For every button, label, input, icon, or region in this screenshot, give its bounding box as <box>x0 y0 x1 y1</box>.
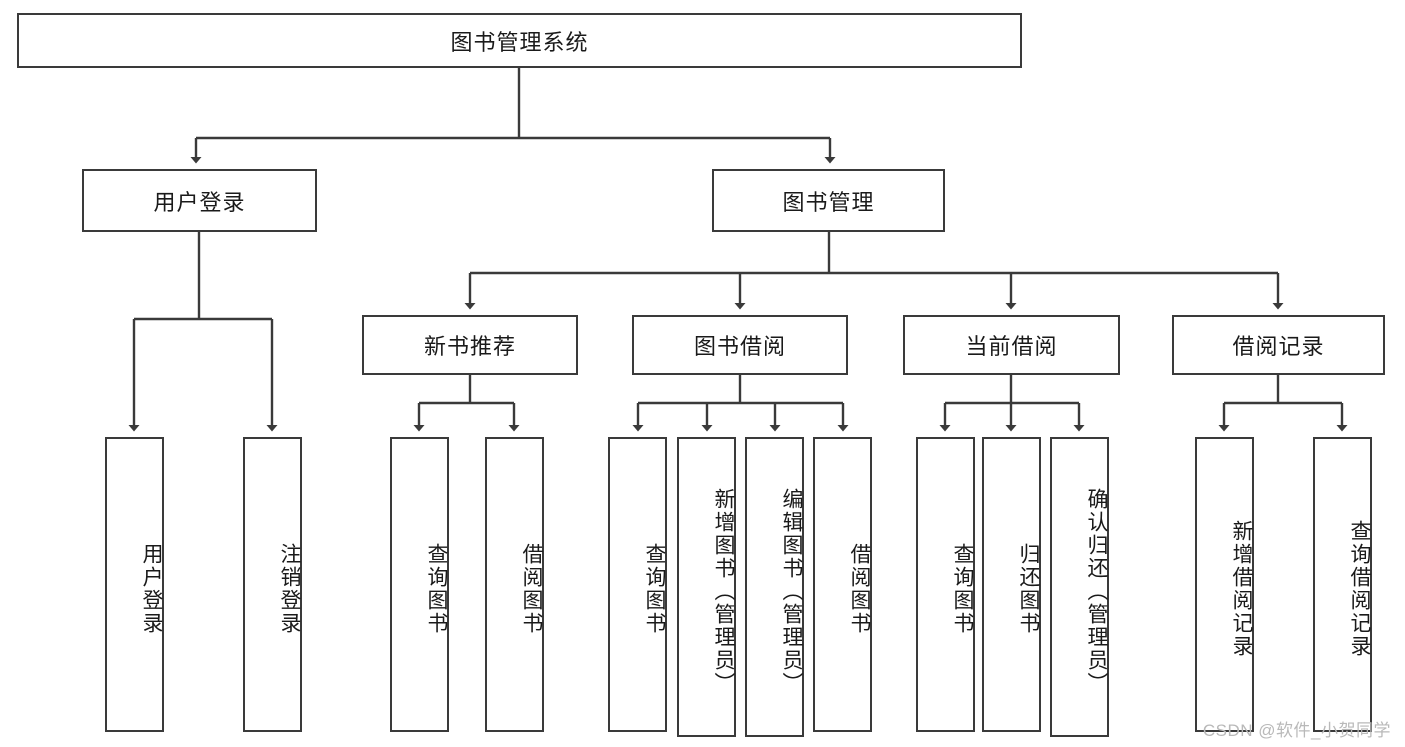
node-leaf-add-book[interactable]: 新增图书（管理员） <box>677 437 736 737</box>
node-leaf-add-record[interactable]: 新增借阅记录 <box>1195 437 1254 732</box>
node-leaf-query-book-3[interactable]: 查询图书 <box>916 437 975 732</box>
node-leaf-return-book-label: 归还图书 <box>1017 542 1040 635</box>
watermark: CSDN @软件_小贺同学 <box>1202 721 1391 740</box>
node-user-login-label: 用户登录 <box>153 189 246 215</box>
node-current-borrow[interactable]: 当前借阅 <box>903 315 1120 375</box>
node-current-borrow-label: 当前借阅 <box>965 334 1058 359</box>
node-leaf-query-record-label: 查询借阅记录 <box>1348 519 1371 658</box>
node-leaf-user-login[interactable]: 用户登录 <box>105 437 164 732</box>
node-root[interactable]: 图书管理系统 <box>17 13 1022 68</box>
node-leaf-query-book-1-label: 查询图书 <box>425 542 448 635</box>
node-borrow-record[interactable]: 借阅记录 <box>1172 315 1385 375</box>
node-new-book-rec[interactable]: 新书推荐 <box>362 315 578 375</box>
node-leaf-query-record[interactable]: 查询借阅记录 <box>1313 437 1372 732</box>
node-leaf-borrow-book-1-label: 借阅图书 <box>520 542 543 635</box>
node-leaf-edit-book[interactable]: 编辑图书（管理员） <box>745 437 804 737</box>
node-leaf-edit-book-label: 编辑图书（管理员） <box>780 487 803 695</box>
node-leaf-return-book[interactable]: 归还图书 <box>982 437 1041 732</box>
node-leaf-borrow-book-2-label: 借阅图书 <box>848 542 871 635</box>
node-book-borrow-label: 图书借阅 <box>693 334 786 359</box>
node-leaf-confirm-return-label: 确认归还（管理员） <box>1085 487 1108 695</box>
node-leaf-query-book-2[interactable]: 查询图书 <box>608 437 667 732</box>
node-leaf-logout-login[interactable]: 注销登录 <box>243 437 302 732</box>
node-leaf-add-book-label: 新增图书（管理员） <box>712 487 735 695</box>
node-leaf-query-book-3-label: 查询图书 <box>951 542 974 635</box>
node-leaf-borrow-book-2[interactable]: 借阅图书 <box>813 437 872 732</box>
node-book-manage-label: 图书管理 <box>782 189 875 215</box>
node-user-login[interactable]: 用户登录 <box>82 169 317 232</box>
node-new-book-rec-label: 新书推荐 <box>423 334 516 359</box>
node-leaf-query-book-2-label: 查询图书 <box>643 542 666 635</box>
node-root-label: 图书管理系统 <box>450 29 589 55</box>
node-leaf-borrow-book-1[interactable]: 借阅图书 <box>485 437 544 732</box>
node-leaf-user-login-label: 用户登录 <box>140 542 163 635</box>
node-leaf-logout-login-label: 注销登录 <box>278 542 301 635</box>
node-leaf-query-book-1[interactable]: 查询图书 <box>390 437 449 732</box>
node-leaf-add-record-label: 新增借阅记录 <box>1230 519 1253 658</box>
node-borrow-record-label: 借阅记录 <box>1232 334 1325 359</box>
node-leaf-confirm-return[interactable]: 确认归还（管理员） <box>1050 437 1109 737</box>
node-book-manage[interactable]: 图书管理 <box>712 169 945 232</box>
node-book-borrow[interactable]: 图书借阅 <box>632 315 848 375</box>
